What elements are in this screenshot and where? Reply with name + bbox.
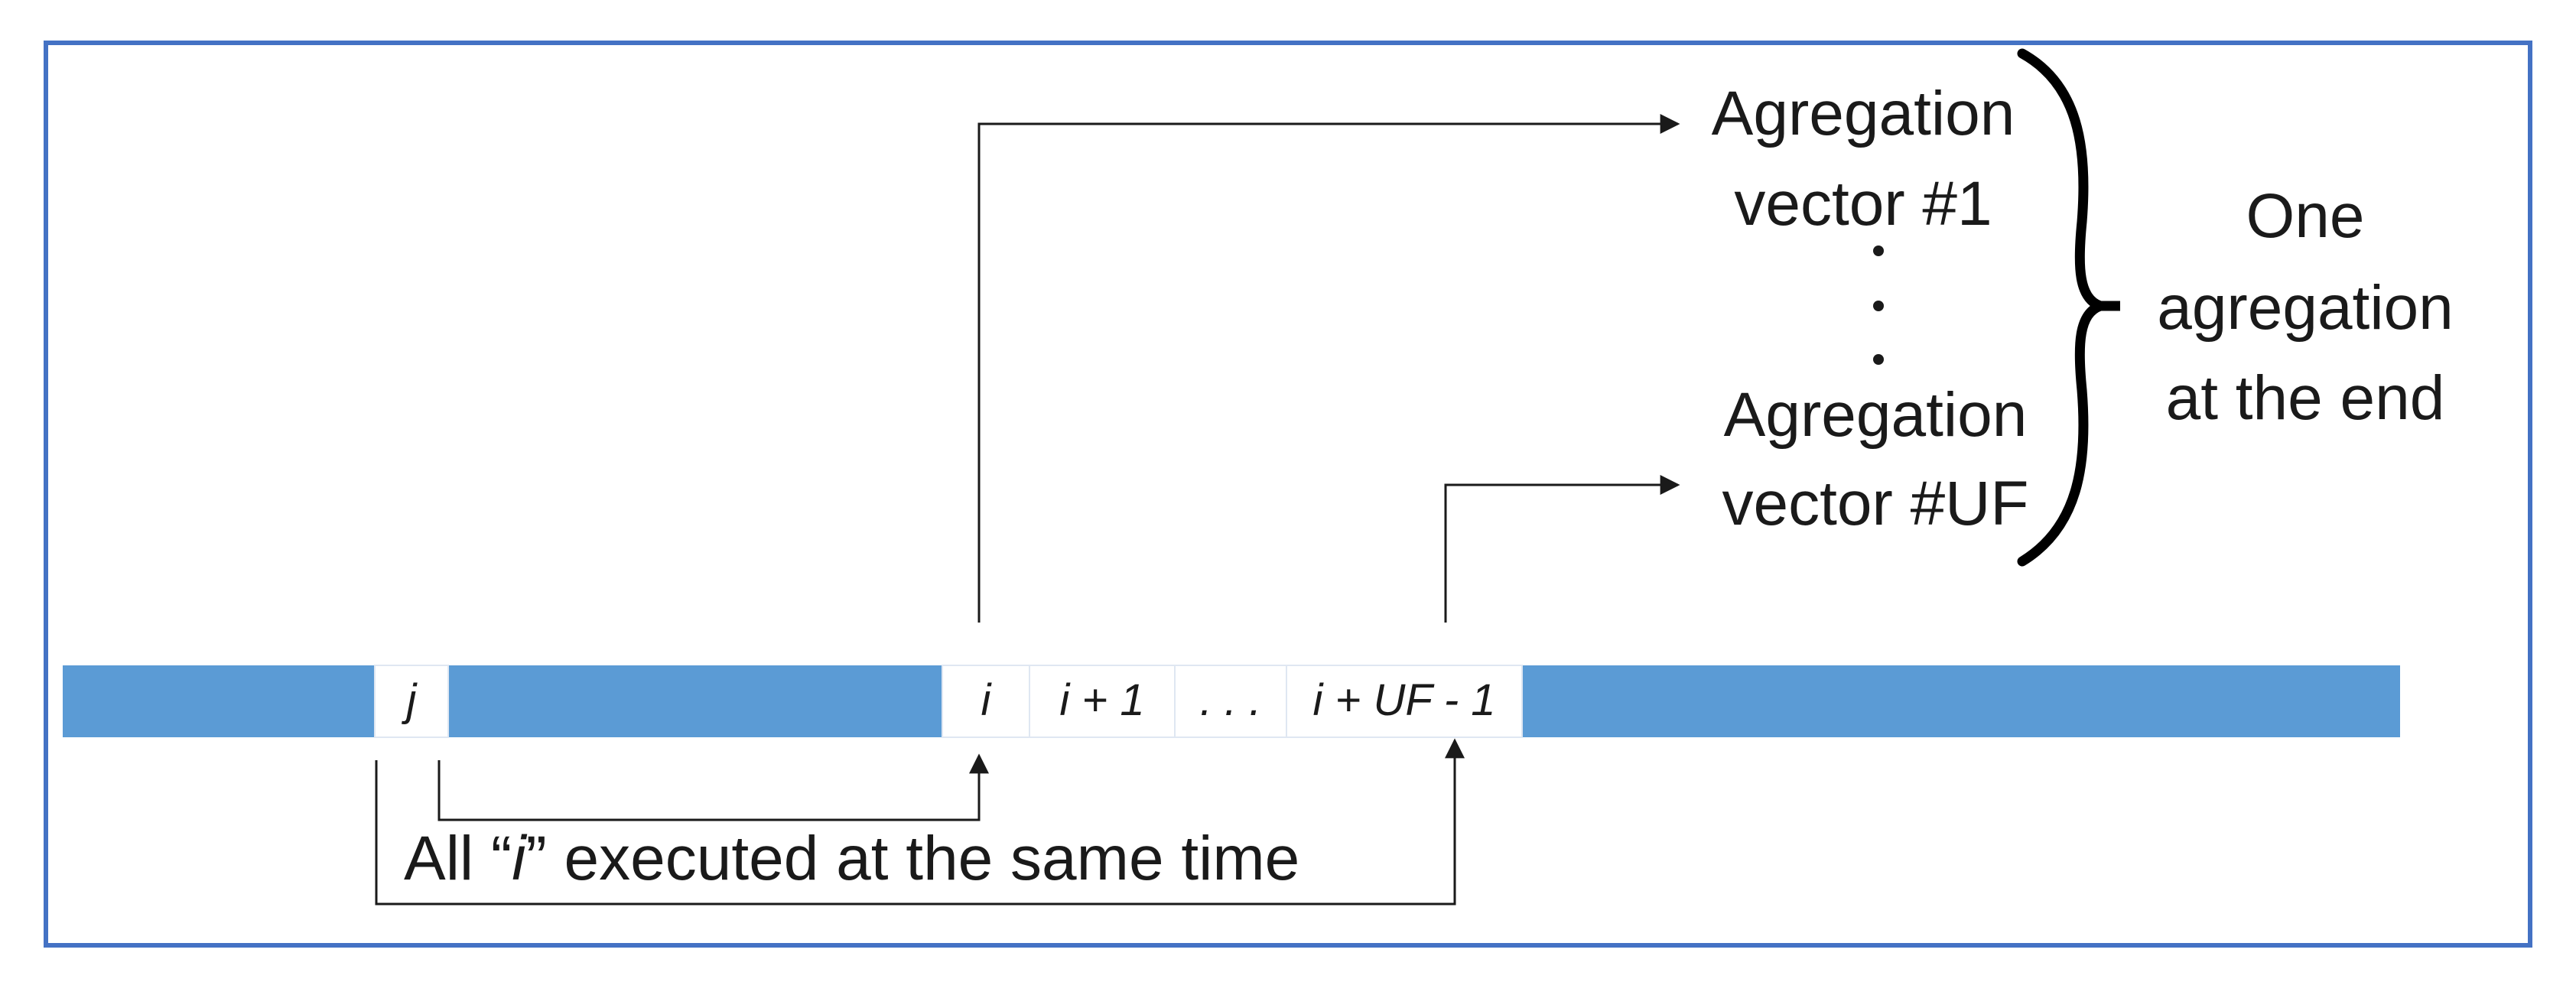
arrow-last-to-vector-uf xyxy=(1444,475,1680,623)
cell-i-plus-1: i + 1 xyxy=(1029,665,1176,738)
result-label-line1: One xyxy=(2246,181,2365,251)
cell-i-plus-1-label: i + 1 xyxy=(1059,675,1144,725)
frame-border xyxy=(44,41,2532,948)
cell-ellipsis-label: . . . xyxy=(1200,675,1262,725)
caption-prefix: All “ xyxy=(404,824,512,893)
vector-1-label-line2: vector #1 xyxy=(1734,169,1992,239)
vertical-ellipsis-dot-3 xyxy=(1873,354,1884,365)
vertical-ellipsis-dot-1 xyxy=(1873,246,1884,256)
vector-uf-label-line1: Agregation xyxy=(1724,380,2028,450)
cell-ellipsis: . . . xyxy=(1174,665,1287,738)
cell-i-label: i xyxy=(981,675,993,725)
vertical-ellipsis-dot-2 xyxy=(1873,301,1884,311)
arrow-i-to-vector-1 xyxy=(977,114,1680,623)
arrow-j-to-i xyxy=(437,753,989,821)
cell-i: i xyxy=(942,665,1030,738)
caption-suffix: ” executed at the same time xyxy=(525,824,1299,893)
result-label-line2: agregation xyxy=(2157,273,2454,343)
cell-j: j xyxy=(374,665,449,738)
right-brace xyxy=(2017,48,2116,567)
vector-1-label-line1: Agregation xyxy=(1712,79,2015,148)
vector-uf-label-line2: vector #UF xyxy=(1722,469,2029,538)
cell-i-plus-uf-minus-1: i + UF - 1 xyxy=(1286,665,1523,738)
cell-i-plus-uf-minus-1-label: i + UF - 1 xyxy=(1312,675,1495,725)
caption: All “i” executed at the same time xyxy=(404,824,1299,893)
result-label-line3: at the end xyxy=(2166,363,2445,433)
caption-var: i xyxy=(512,824,528,893)
arrow-j-to-last xyxy=(375,738,1465,906)
